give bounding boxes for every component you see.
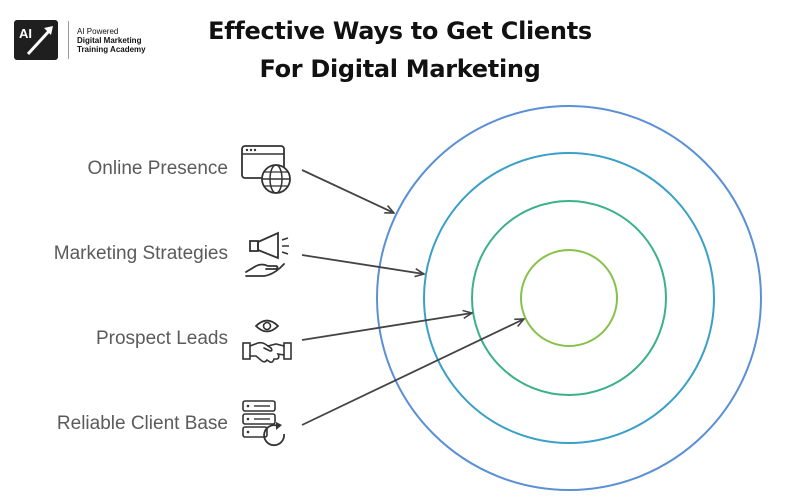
- arrow-marketing-strategies: [301, 254, 424, 274]
- label-marketing-strategies: Marketing Strategies: [53, 243, 228, 264]
- ring-center: [520, 249, 618, 347]
- page-title-line-1: Effective Ways to Get Clients: [208, 17, 592, 45]
- logo-line-2: Digital Marketing: [77, 35, 142, 45]
- label-prospect-leads: Prospect Leads: [95, 328, 228, 349]
- eye-handshake-icon: [242, 319, 292, 363]
- arrow-online-presence: [301, 169, 394, 213]
- ring-second: [423, 152, 715, 444]
- ring-third: [471, 200, 667, 396]
- label-reliable-client-base: Reliable Client Base: [56, 413, 228, 434]
- ring-outer: [376, 105, 762, 491]
- database-refresh-icon: [242, 400, 285, 447]
- logo-badge: AI: [14, 20, 58, 60]
- logo-divider: [68, 21, 69, 59]
- megaphone-hand-icon: [245, 231, 289, 277]
- arrow-reliable-client-base: [301, 319, 524, 426]
- label-online-presence: Online Presence: [87, 158, 228, 179]
- logo-line-3: Training Academy: [77, 44, 146, 54]
- page-title-line-2: For Digital Marketing: [259, 55, 541, 83]
- logo-badge-text: AI: [19, 26, 32, 41]
- logo-text: AI Powered Digital Marketing Training Ac…: [77, 27, 146, 54]
- arrow-prospect-leads: [301, 313, 472, 341]
- logo-line-1: AI Powered: [77, 26, 119, 36]
- brand-logo: AI AI Powered Digital Marketing Training…: [14, 20, 146, 60]
- growth-arrow-icon: [26, 26, 53, 56]
- browser-globe-icon: [241, 145, 291, 194]
